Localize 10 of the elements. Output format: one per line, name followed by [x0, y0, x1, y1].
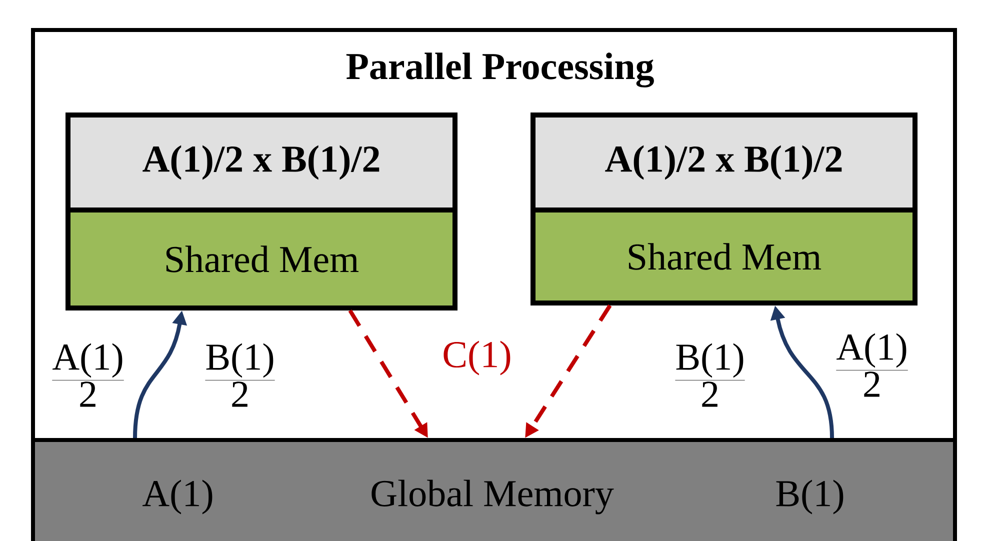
fraction-label: $\frac{\mbox{A(1)}}{\mbox{2}}$ [52, 343, 124, 407]
matrix-cell: A(1)/2 x B(1)/2 [66, 112, 458, 212]
memory-band: A(1) Global Memory B(1) [31, 438, 957, 541]
fraction-label: $\frac{\mbox{B(1)}}{\mbox{2}}$ [205, 343, 275, 407]
matrix-cell: A(1)/2 x B(1)/2 [530, 112, 918, 212]
shared-memory-cell: Shared Mem [530, 208, 918, 306]
result-label: C(1) [444, 340, 510, 376]
shared-memory-cell: Shared Mem [66, 208, 458, 310]
fraction-label: $\frac{\mbox{A(1)}}{\mbox{2}}$ [836, 333, 908, 397]
fraction-label: $\frac{\mbox{B(1)}}{\mbox{2}}$ [675, 343, 745, 407]
